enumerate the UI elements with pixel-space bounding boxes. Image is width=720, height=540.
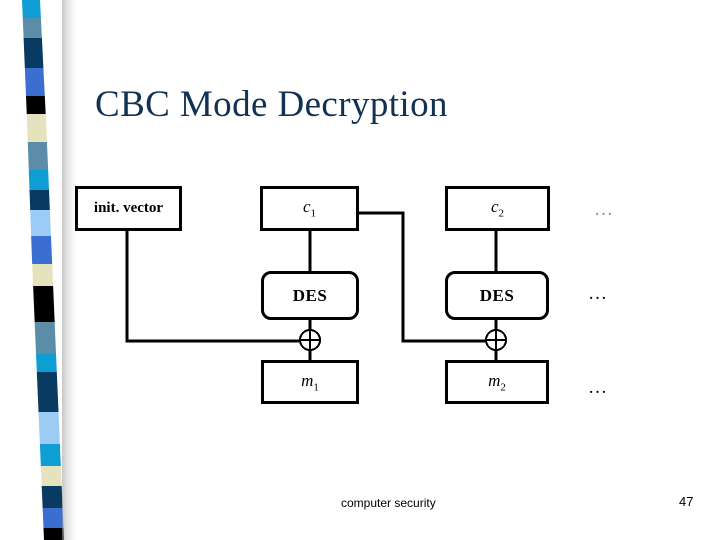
node-label-m2-sub: 2 <box>500 381 506 394</box>
node-label-init-vector: init. vector <box>93 200 164 216</box>
node-label-c2-sub: 2 <box>498 207 505 220</box>
xor-icon-1 <box>299 329 321 351</box>
node-label-c2-base: c <box>490 197 499 217</box>
node-label-des-1: DES <box>292 285 328 305</box>
xor-icon-2 <box>485 329 507 351</box>
node-label-ciphertext-2: c2 <box>491 197 504 219</box>
edge-c1-to-xor2 <box>359 211 486 343</box>
node-label-des-2: DES <box>479 285 515 305</box>
node-des-1[interactable]: DES <box>261 271 359 320</box>
node-label-m2-base: m <box>488 370 501 390</box>
node-label-message-2: m2 <box>488 371 506 393</box>
node-message-1[interactable]: m1 <box>261 360 359 404</box>
ellipsis-message: … <box>588 377 608 398</box>
stripe-shadow <box>62 0 80 540</box>
node-ciphertext-2[interactable]: c2 <box>445 186 550 231</box>
page-title: CBC Mode Decryption <box>95 83 448 125</box>
decorative-stripe <box>0 0 90 540</box>
node-label-m1-sub: 1 <box>313 381 319 394</box>
page-number: 47 <box>679 494 694 509</box>
node-label-message-1: m1 <box>301 371 319 393</box>
node-label-c1-base: c <box>302 197 311 217</box>
node-label-c1-sub: 1 <box>310 207 317 220</box>
footer-label: computer security <box>341 496 436 510</box>
node-label-m1-base: m <box>301 370 314 390</box>
node-message-2[interactable]: m2 <box>445 360 549 404</box>
node-ciphertext-1[interactable]: c1 <box>260 186 359 231</box>
edge-iv-to-xor1 <box>125 231 300 343</box>
ellipsis-des: … <box>588 283 608 304</box>
node-label-ciphertext-1: c1 <box>303 197 316 219</box>
node-des-2[interactable]: DES <box>445 271 549 320</box>
ellipsis-ciphertext: … <box>594 199 614 220</box>
node-init-vector[interactable]: init. vector <box>75 186 182 231</box>
